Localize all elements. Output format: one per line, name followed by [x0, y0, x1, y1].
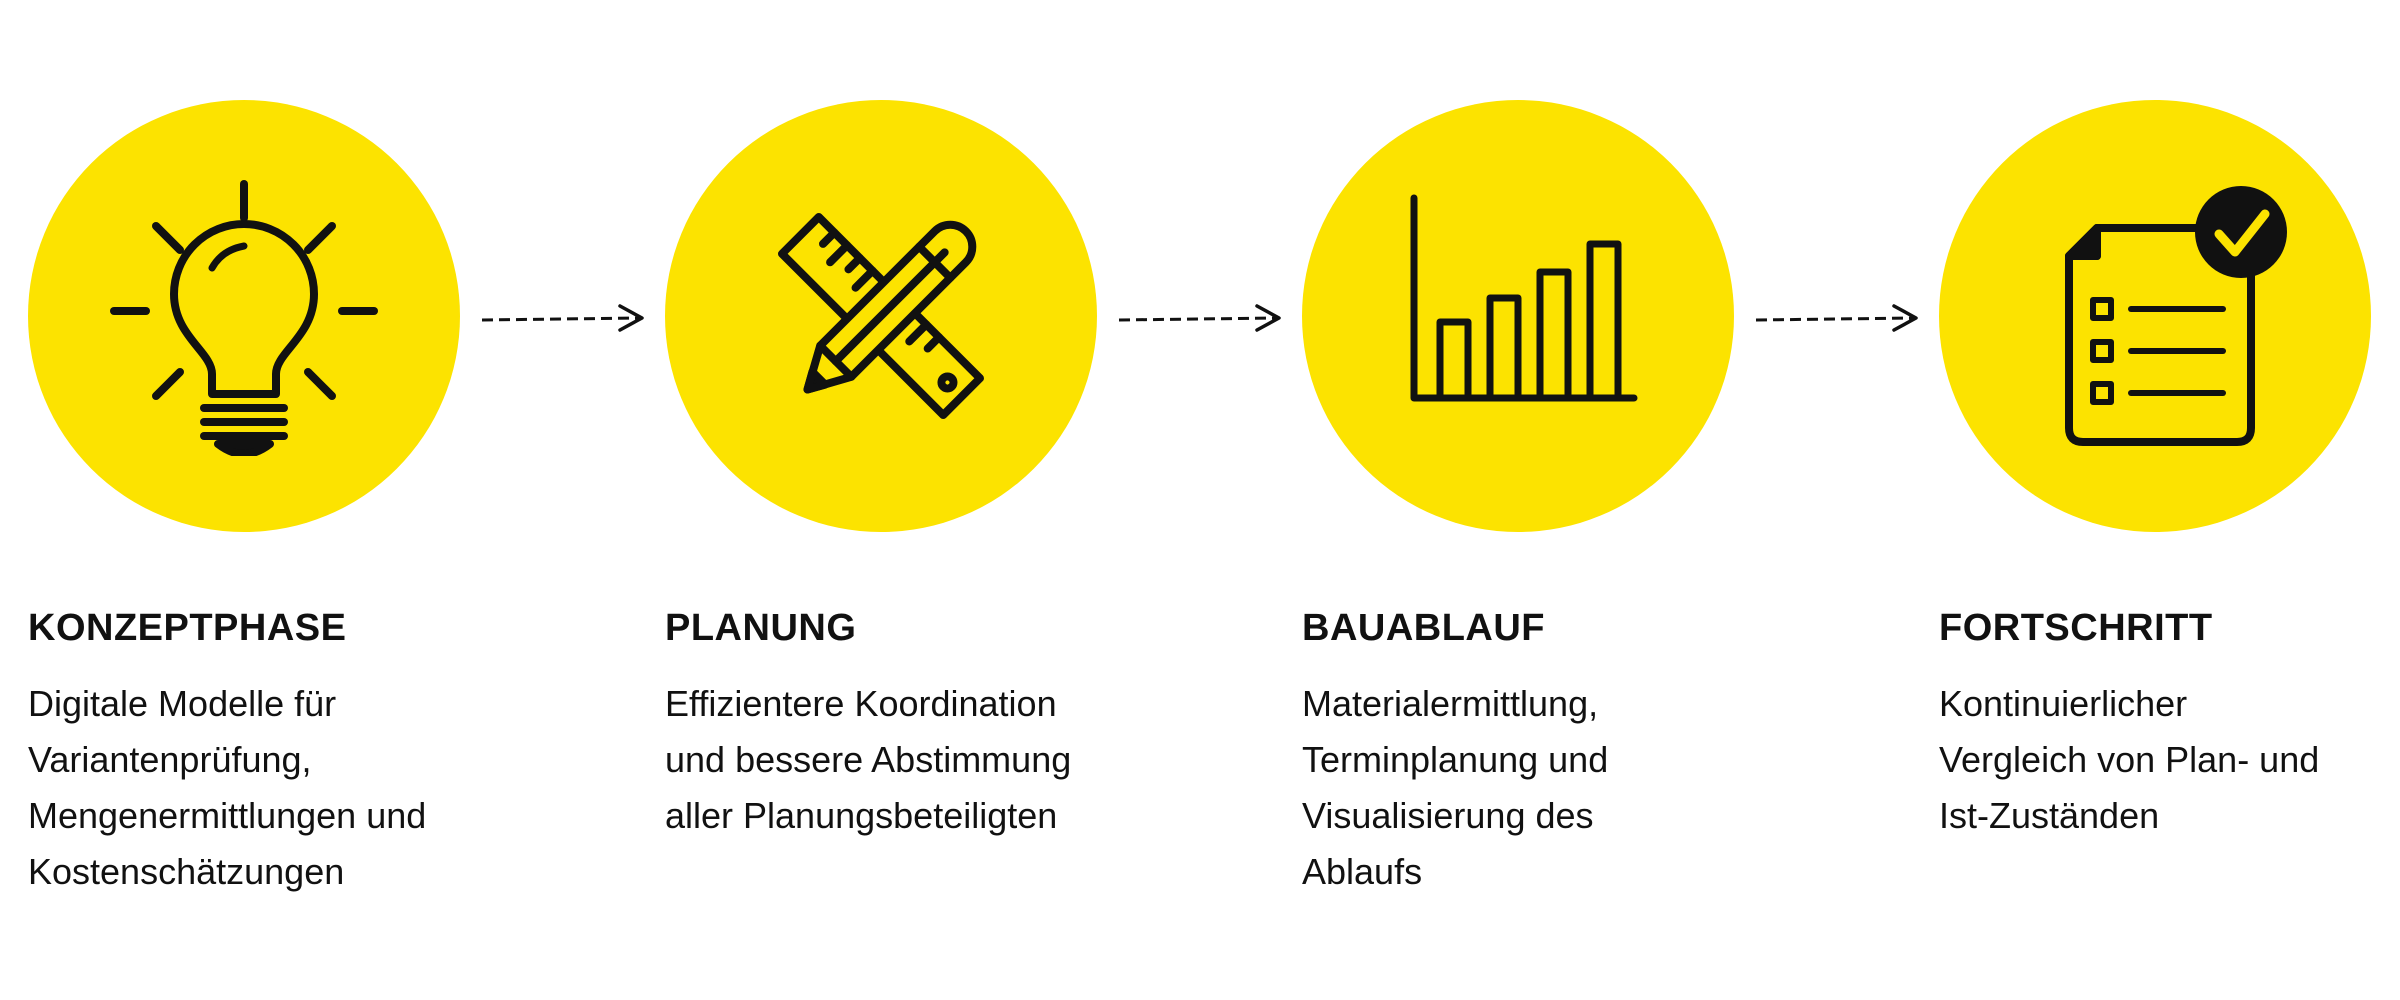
dashed-arrow-icon: [1118, 304, 1281, 332]
step-description: Digitale Modelle für Variantenprüfung, M…: [28, 683, 427, 892]
step-title: BAUABLAUF: [1302, 607, 1546, 649]
step-description: Effizientere Koordination und bessere Ab…: [665, 683, 1072, 836]
step-title: PLANUNG: [665, 607, 857, 649]
step-circle: [1302, 100, 1734, 532]
step-title: FORTSCHRITT: [1939, 607, 2213, 649]
step-description: Materialermittlung, Terminplanung und Vi…: [1302, 683, 1609, 892]
step-bauablauf: BAUABLAUF Materialermittlung, Terminplan…: [1274, 0, 1874, 1000]
pencil-ruler-icon: [778, 213, 984, 419]
step-title: KONZEPTPHASE: [28, 607, 347, 649]
bar-chart-icon: [1410, 194, 1638, 402]
step-fortschritt: FORTSCHRITT Kontinuierlicher Vergleich v…: [1911, 0, 2400, 1000]
step-description: Kontinuierlicher Vergleich von Plan- und…: [1939, 683, 2320, 836]
dashed-arrow-icon: [481, 304, 644, 332]
checklist-icon: [2065, 186, 2287, 446]
step-planung: PLANUNG Effizientere Koordination und be…: [637, 0, 1237, 1000]
dashed-arrow-icon: [1755, 304, 1918, 332]
step-konzeptphase: KONZEPTPHASE Digitale Modelle für Varian…: [0, 0, 600, 1000]
step-circle: [665, 100, 1097, 532]
lightbulb-icon: [110, 180, 378, 456]
step-circle: [1939, 100, 2371, 532]
step-circle: [28, 100, 460, 532]
